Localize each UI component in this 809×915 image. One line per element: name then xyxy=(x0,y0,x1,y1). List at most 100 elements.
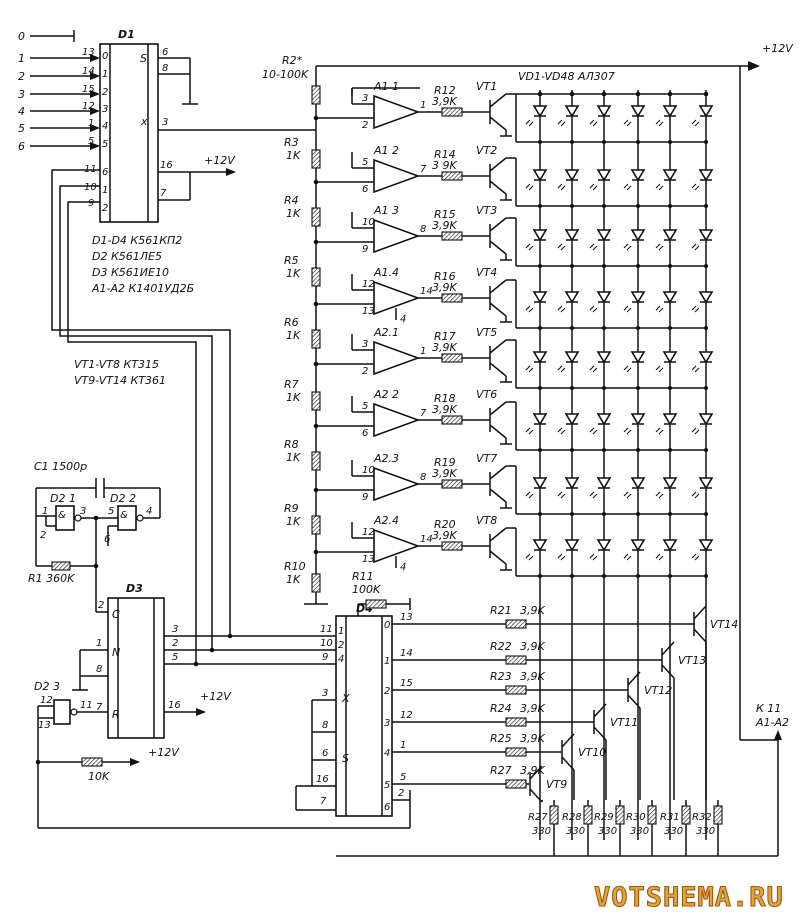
d1-outputs: 6 8 3 16 +12V 7 xyxy=(158,47,316,201)
d1-s-label: S xyxy=(140,52,147,65)
d3-c-label: C xyxy=(112,608,120,621)
pin-name: 2 xyxy=(102,87,108,98)
led xyxy=(525,229,548,268)
led xyxy=(691,539,714,578)
pin-label: 10 xyxy=(362,217,375,228)
pin-label: 8 xyxy=(420,224,426,235)
note-line: А1-А2 К1401УД2Б xyxy=(91,282,194,295)
led xyxy=(623,413,646,452)
pin-label: 3 xyxy=(322,688,328,699)
base-resistor-value: 3,9K xyxy=(432,219,457,232)
led xyxy=(623,105,646,144)
pin-label: 16 xyxy=(316,774,329,785)
pin-label: 16 xyxy=(168,700,181,711)
pin-label: 5 xyxy=(362,401,368,412)
led xyxy=(557,477,580,516)
oscillator: C1 1500p & D2 1 & D2 2 1 2 3 5 6 4 R1 36… xyxy=(28,460,161,613)
led-matrix-label: VD1-VD48 АЛ307 xyxy=(518,70,615,83)
svg-text:&: & xyxy=(58,510,66,521)
divider-resistor-value: 1K xyxy=(286,267,301,280)
base-resistor xyxy=(441,231,463,241)
column-resistor-ref: R25 xyxy=(490,732,512,745)
divider-resistor xyxy=(311,451,321,471)
column-resistor-ref: R22 xyxy=(490,640,512,653)
d22-label: D2 2 xyxy=(110,492,136,505)
divider-resistor xyxy=(311,207,321,227)
collector-resistor-ref: R31 xyxy=(660,812,680,823)
pin-label: 7 xyxy=(420,164,427,175)
pin-label: 1 xyxy=(42,506,48,517)
d1-x-label: x xyxy=(140,115,148,128)
pin-name: 1 xyxy=(102,185,108,196)
led xyxy=(557,291,580,330)
transistor-ref: VT13 xyxy=(678,654,706,667)
collector-resistor-ref: R30 xyxy=(626,812,646,823)
divider-resistor-value: 1K xyxy=(286,515,301,528)
led xyxy=(557,539,580,578)
pin-name: 4 xyxy=(384,748,390,759)
pin-label: 13 xyxy=(362,306,375,317)
led xyxy=(691,169,714,208)
led xyxy=(691,291,714,330)
base-resistor-ref: R14 xyxy=(434,148,456,161)
d21-label: D2 1 xyxy=(50,492,76,505)
divider-resistor xyxy=(311,573,321,593)
base-resistor xyxy=(441,353,463,363)
column-resistor-value: 3,9K xyxy=(520,604,545,617)
pin-label: 1 xyxy=(400,740,406,751)
pin-label: 8 xyxy=(420,472,426,483)
r2-resistor xyxy=(311,85,321,105)
c1-label: C1 1500p xyxy=(34,460,87,473)
divider-resistor-ref: R4 xyxy=(284,194,299,207)
led xyxy=(589,291,612,330)
watermark: VOTSHEMA.RU xyxy=(594,882,784,913)
led xyxy=(525,291,548,330)
divider-resistor-ref: R9 xyxy=(284,502,299,515)
led xyxy=(655,539,678,578)
led xyxy=(623,229,646,268)
pin-label: 14 xyxy=(82,66,95,77)
led xyxy=(655,477,678,516)
transistor-ref: VT8 xyxy=(476,514,497,527)
input-label: 3 xyxy=(18,88,25,101)
base-resistor-value: 3,9K xyxy=(432,281,457,294)
r-10k: 10K +12V xyxy=(35,746,180,783)
base-resistor-value: 3 9K xyxy=(432,159,457,172)
opamp-ref: A2 2 xyxy=(373,388,399,401)
divider-resistor-value: 1K xyxy=(286,391,301,404)
pin-name: 2 xyxy=(384,686,390,697)
pin-label: 4 xyxy=(146,506,152,517)
d3-r-label: R xyxy=(112,708,120,721)
pin-name: 1 xyxy=(102,69,108,80)
r-10k-value: 10K xyxy=(88,770,110,783)
led xyxy=(589,413,612,452)
divider-resistor-ref: R8 xyxy=(284,438,299,451)
pin-label: 2 xyxy=(362,366,368,377)
pin-label: 9 xyxy=(88,198,94,209)
led xyxy=(623,169,646,208)
base-resistor xyxy=(441,107,463,117)
base-resistor-ref: R20 xyxy=(434,518,456,531)
pin-label: 15 xyxy=(82,84,95,95)
collector-resistor-ref: R32 xyxy=(692,812,712,823)
note-line: D2 К561ЛЕ5 xyxy=(92,250,162,263)
pin-label: 8 xyxy=(96,664,102,675)
led xyxy=(691,229,714,268)
led xyxy=(525,351,548,390)
opamp-ref: A1.4 xyxy=(373,266,399,279)
base-resistor-ref: R18 xyxy=(434,392,456,405)
divider-resistor-ref: R7 xyxy=(284,378,299,391)
column-resistor xyxy=(505,619,527,629)
d1-inputs: 0 1 2 3 4 5 6 13 14 15 12 1 5 11 10 9 0 … xyxy=(18,30,108,214)
transistor-ref: VT10 xyxy=(578,746,606,759)
pin-label: 3 xyxy=(172,624,178,635)
led-matrix xyxy=(515,90,714,840)
